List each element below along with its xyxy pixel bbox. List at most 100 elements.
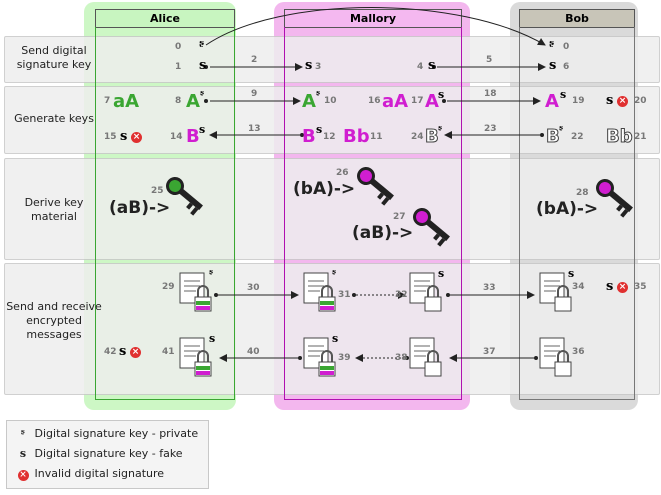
- sig-fake-A-mallory: s: [438, 88, 445, 101]
- step-38: 38: [395, 353, 408, 363]
- encrypted-doc-icon-38: [409, 337, 442, 377]
- key-icon-mallory-2: [413, 208, 450, 247]
- mallory-inner-outline: [284, 27, 462, 400]
- legend: ᶳ Digital signature key - private s Digi…: [6, 420, 209, 489]
- key-icon-mallory-1: [357, 167, 394, 206]
- label-messages: Send and receive encrypted messages: [6, 300, 102, 341]
- sig-private-B-bob: ᶳ: [559, 123, 564, 136]
- row-send-sig-key: [4, 36, 660, 83]
- sig-private-bob: ᶳ: [549, 38, 555, 54]
- key-B-mallory: B: [302, 126, 316, 147]
- key-B-mallory-hollow: B: [425, 126, 440, 148]
- sig-private-A-mallory: ᶳ: [316, 88, 321, 101]
- step-0: 0: [175, 42, 182, 52]
- derive-alice: (aB)->: [109, 198, 171, 218]
- step-0b: 0: [563, 42, 570, 52]
- alice-header: Alice: [95, 9, 235, 28]
- sig-fake-alice: s: [199, 58, 207, 73]
- sig-fake-A-bob: s: [560, 88, 567, 101]
- key-A-bob: A: [545, 91, 559, 112]
- step-15: 15: [104, 132, 117, 142]
- invalid-signature-icon-35: ×: [617, 282, 628, 293]
- step-5: 5: [486, 55, 493, 65]
- step-1: 1: [175, 62, 182, 72]
- invalid-signature-icon: ×: [17, 470, 29, 481]
- key-A-mallory: A: [302, 91, 316, 112]
- step-30: 30: [247, 283, 260, 293]
- step-6: 6: [563, 62, 570, 72]
- sig-fake-doc-32: s: [438, 267, 445, 280]
- step-20: 20: [634, 96, 647, 106]
- key-aA-alice: aA: [113, 91, 140, 112]
- encrypted-doc-icon-32: [409, 272, 442, 312]
- step-41: 41: [162, 347, 175, 357]
- step-9: 9: [251, 89, 258, 99]
- row-derive: [4, 158, 660, 260]
- step-40: 40: [247, 347, 260, 357]
- sig-fake-doc-34: s: [568, 267, 575, 280]
- row-generate-keys: [4, 86, 660, 154]
- step-10: 10: [324, 96, 337, 106]
- step-37: 37: [483, 347, 496, 357]
- step-7: 7: [104, 96, 111, 106]
- bob-inner-outline: [519, 27, 635, 400]
- label-generate-keys: Generate keys: [14, 112, 94, 125]
- sig-fake-bob-20: s: [606, 93, 614, 108]
- sig-fake-doc-41: s: [209, 332, 216, 345]
- step-14: 14: [170, 132, 183, 142]
- invalid-signature-icon-42: ×: [130, 347, 141, 358]
- sig-fake-B-alice: s: [199, 123, 206, 136]
- encrypted-doc-icon-41: [179, 337, 212, 377]
- sig-private-icon: ᶳ: [20, 427, 26, 440]
- sig-fake-icon: s: [19, 447, 27, 460]
- sig-fake-B-mallory: s: [316, 123, 323, 136]
- sig-fake-mallory-4: s: [428, 58, 436, 73]
- step-3: 3: [315, 62, 322, 72]
- legend-fake-label: Digital signature key - fake: [34, 447, 183, 460]
- key-B-bob: B: [546, 126, 561, 148]
- step-31: 31: [338, 290, 351, 300]
- step-22: 22: [571, 132, 584, 142]
- key-icon-bob: [596, 179, 633, 218]
- mallory-header: Mallory: [284, 9, 462, 28]
- alice-inner-outline: [95, 27, 235, 400]
- step-4: 4: [417, 62, 424, 72]
- step-33: 33: [483, 283, 496, 293]
- step-11: 11: [370, 132, 383, 142]
- step-19: 19: [572, 96, 585, 106]
- step-42: 42: [104, 347, 117, 357]
- step-26: 26: [336, 168, 349, 178]
- legend-private-label: Digital signature key - private: [34, 427, 199, 440]
- sig-private-alice: ᶳ: [199, 38, 205, 54]
- step-13: 13: [248, 124, 261, 134]
- bob-header: Bob: [519, 9, 635, 28]
- step-25: 25: [151, 186, 164, 196]
- step-35: 35: [634, 282, 647, 292]
- legend-invalid: × Invalid digital signature: [15, 466, 164, 482]
- sig-fake-doc-39: s: [332, 332, 339, 345]
- sig-fake-alice-42: s: [119, 344, 127, 359]
- step-8: 8: [175, 96, 182, 106]
- sig-fake-mallory-3: s: [305, 58, 313, 73]
- legend-private: ᶳ Digital signature key - private: [15, 426, 198, 442]
- derive-bob: (bA)->: [536, 199, 599, 219]
- key-Bb-mallory: Bb: [343, 126, 370, 147]
- encrypted-doc-icon-34: [539, 272, 572, 312]
- sig-private-A-alice: ᶳ: [200, 88, 205, 101]
- sig-fake-alice-15: s: [120, 129, 128, 144]
- legend-fake: s Digital signature key - fake: [15, 446, 183, 462]
- key-icon-alice: [166, 177, 203, 216]
- invalid-signature-icon-20: ×: [617, 96, 628, 107]
- step-21: 21: [634, 132, 647, 142]
- step-29: 29: [162, 282, 175, 292]
- sig-fake-bob-35: s: [606, 279, 614, 294]
- encrypted-doc-icon-31: [303, 272, 336, 312]
- key-aA-mallory: aA: [382, 91, 409, 112]
- arrow-0: [205, 7, 546, 46]
- step-32: 32: [395, 290, 408, 300]
- step-39: 39: [338, 353, 351, 363]
- encrypted-doc-icon-29: [179, 272, 212, 312]
- sig-private-B-mallory: ᶳ: [438, 123, 443, 136]
- step-34: 34: [572, 282, 585, 292]
